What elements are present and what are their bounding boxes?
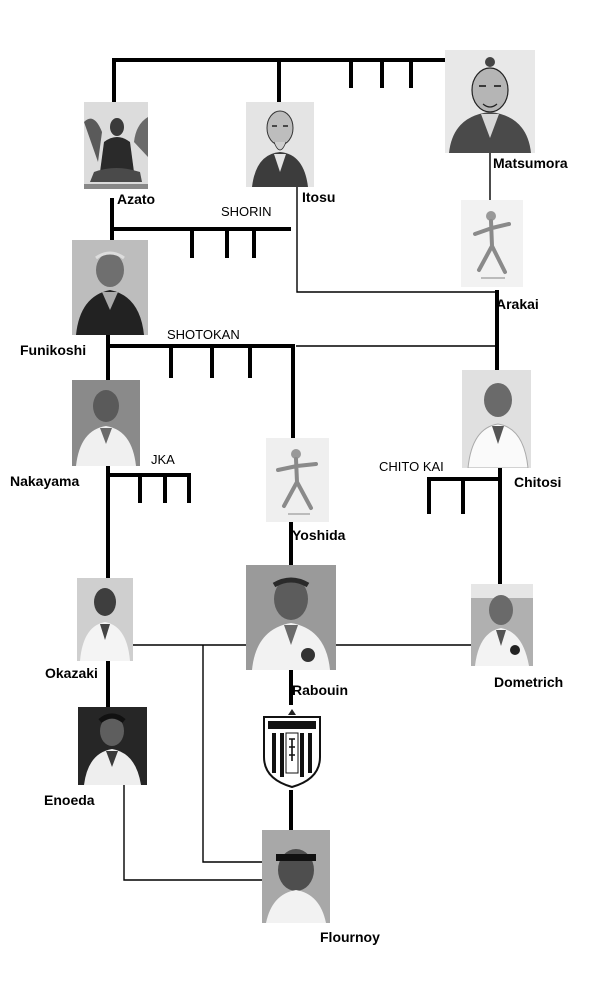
arakai-stance-sketch bbox=[461, 200, 523, 287]
person-name-dometrich: Dometrich bbox=[494, 674, 564, 690]
rabouin-photo bbox=[246, 565, 336, 670]
person-name-itosu: Itosu bbox=[302, 189, 336, 205]
rabouin-portrait bbox=[246, 565, 336, 670]
person-name-azato: Azato bbox=[117, 191, 156, 207]
person-name-enoeda: Enoeda bbox=[44, 792, 95, 808]
connector-enoeda-flournoy bbox=[123, 785, 262, 881]
line-chitokai-bar bbox=[427, 468, 502, 584]
funikoshi-photo bbox=[72, 240, 148, 335]
shield-emblem-icon bbox=[263, 709, 321, 789]
itosu-portrait bbox=[246, 102, 314, 187]
arakai-portrait bbox=[461, 200, 523, 287]
person-name-okazaki: Okazaki bbox=[45, 665, 98, 681]
connector-itosu-arakai bbox=[296, 185, 496, 293]
person-name-matsumora: Matsumora bbox=[493, 155, 568, 171]
dometrich-photo bbox=[471, 584, 533, 666]
enoeda-photo bbox=[78, 707, 147, 785]
funikoshi-portrait bbox=[72, 240, 148, 335]
person-name-nakayama: Nakayama bbox=[10, 473, 80, 489]
okazaki-portrait bbox=[77, 578, 133, 661]
branch-label-chito-kai: CHITO KAI bbox=[377, 459, 446, 474]
flournoy-photo bbox=[262, 830, 330, 923]
person-name-arakai: Arakai bbox=[496, 296, 539, 312]
karate-school-emblem bbox=[256, 705, 328, 790]
person-name-chitosi: Chitosi bbox=[514, 474, 562, 490]
line-jka-bar bbox=[108, 473, 191, 503]
dometrich-portrait bbox=[471, 584, 533, 666]
enoeda-portrait bbox=[78, 707, 147, 785]
branch-label-shorin: SHORIN bbox=[219, 204, 274, 219]
chitosi-photo bbox=[462, 370, 531, 468]
itosu-engraving-image bbox=[246, 102, 314, 187]
azato-engraving-image bbox=[84, 102, 148, 189]
person-name-flournoy: Flournoy bbox=[320, 929, 380, 945]
yoshida-stance-sketch bbox=[266, 438, 329, 522]
person-name-yoshida: Yoshida bbox=[292, 527, 346, 543]
flournoy-portrait bbox=[262, 830, 330, 923]
matsumora-engraving-image bbox=[445, 50, 535, 153]
okazaki-photo bbox=[77, 578, 133, 661]
branch-label-jka: JKA bbox=[149, 452, 177, 467]
nakayama-photo bbox=[72, 380, 140, 466]
nakayama-portrait bbox=[72, 380, 140, 466]
yoshida-portrait bbox=[266, 438, 329, 522]
connector-okazaki-flournoy bbox=[202, 645, 262, 863]
person-name-rabouin: Rabouin bbox=[292, 682, 348, 698]
branch-label-shotokan: SHOTOKAN bbox=[165, 327, 242, 342]
person-name-funikoshi: Funikoshi bbox=[20, 342, 87, 358]
matsumora-portrait bbox=[445, 50, 535, 153]
chitosi-portrait bbox=[462, 370, 531, 468]
azato-portrait bbox=[84, 102, 148, 189]
line-top-bar bbox=[112, 58, 446, 102]
